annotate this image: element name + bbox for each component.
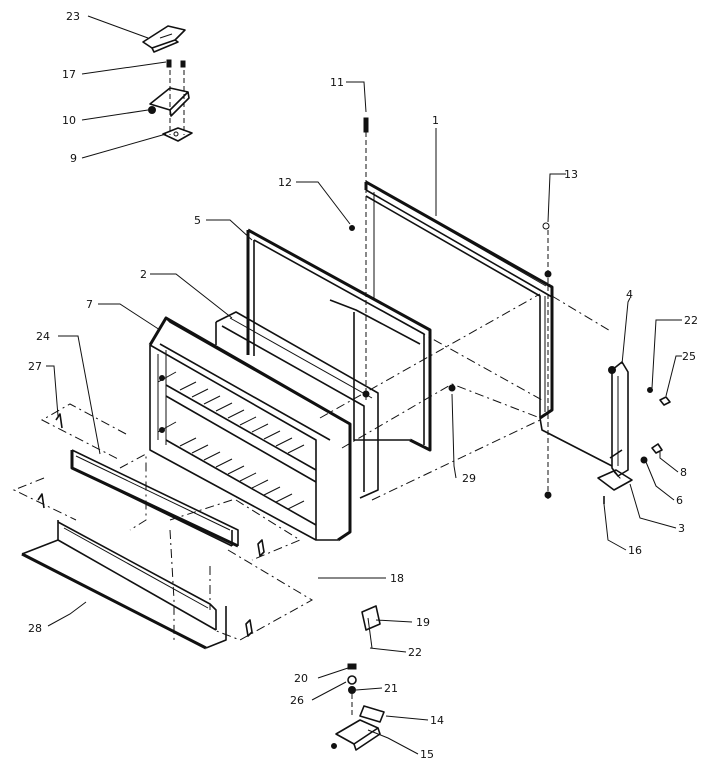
lower-door-shelf [21, 520, 227, 650]
callout-9: 9 [70, 152, 77, 165]
callout-5: 5 [194, 214, 201, 227]
callout-10: 10 [62, 114, 76, 127]
callout-21: 21 [384, 682, 398, 695]
callout-26: 26 [290, 694, 304, 707]
lower-hinge-bracket [448, 361, 671, 504]
callout-7: 7 [86, 298, 93, 311]
bottom-hinge-assembly [331, 605, 385, 751]
upper-door-shelf [70, 449, 239, 548]
callout-2: 2 [140, 268, 147, 281]
top-hinge-cover [142, 25, 186, 53]
door-screws [349, 117, 552, 500]
callout-8: 8 [680, 466, 687, 479]
callout-1: 1 [432, 114, 439, 127]
hinge-screws [166, 59, 186, 68]
callout-20: 20 [294, 672, 308, 685]
callout-4: 4 [626, 288, 633, 301]
top-hinge-plate [162, 127, 193, 142]
callout-22-upper: 22 [684, 314, 698, 327]
callout-17: 17 [62, 68, 76, 81]
door-panel [364, 180, 613, 467]
callout-16: 16 [628, 544, 642, 557]
callout-11: 11 [330, 76, 344, 89]
callout-19: 19 [416, 616, 430, 629]
assembly-lines [12, 293, 623, 641]
callout-15: 15 [420, 748, 434, 761]
callout-22-lower: 22 [408, 646, 422, 659]
callout-23: 23 [66, 10, 80, 23]
callout-leaders [46, 15, 682, 755]
callout-24: 24 [36, 330, 50, 343]
callout-29: 29 [462, 472, 476, 485]
callout-13: 13 [564, 168, 578, 181]
callout-27: 27 [28, 360, 42, 373]
callout-12: 12 [278, 176, 292, 189]
callout-25: 25 [682, 350, 696, 363]
callout-3: 3 [678, 522, 685, 535]
callout-labels: 23 17 10 9 11 1 12 13 5 2 7 24 27 4 22 2… [28, 10, 698, 761]
freezer-basket [148, 316, 352, 542]
callout-14: 14 [430, 714, 444, 727]
shelf-clips [37, 413, 265, 637]
callout-28: 28 [28, 622, 42, 635]
basket-wire-rails [179, 381, 305, 510]
callout-18: 18 [390, 572, 404, 585]
callout-6: 6 [676, 494, 683, 507]
top-hinge-bracket [148, 70, 190, 135]
